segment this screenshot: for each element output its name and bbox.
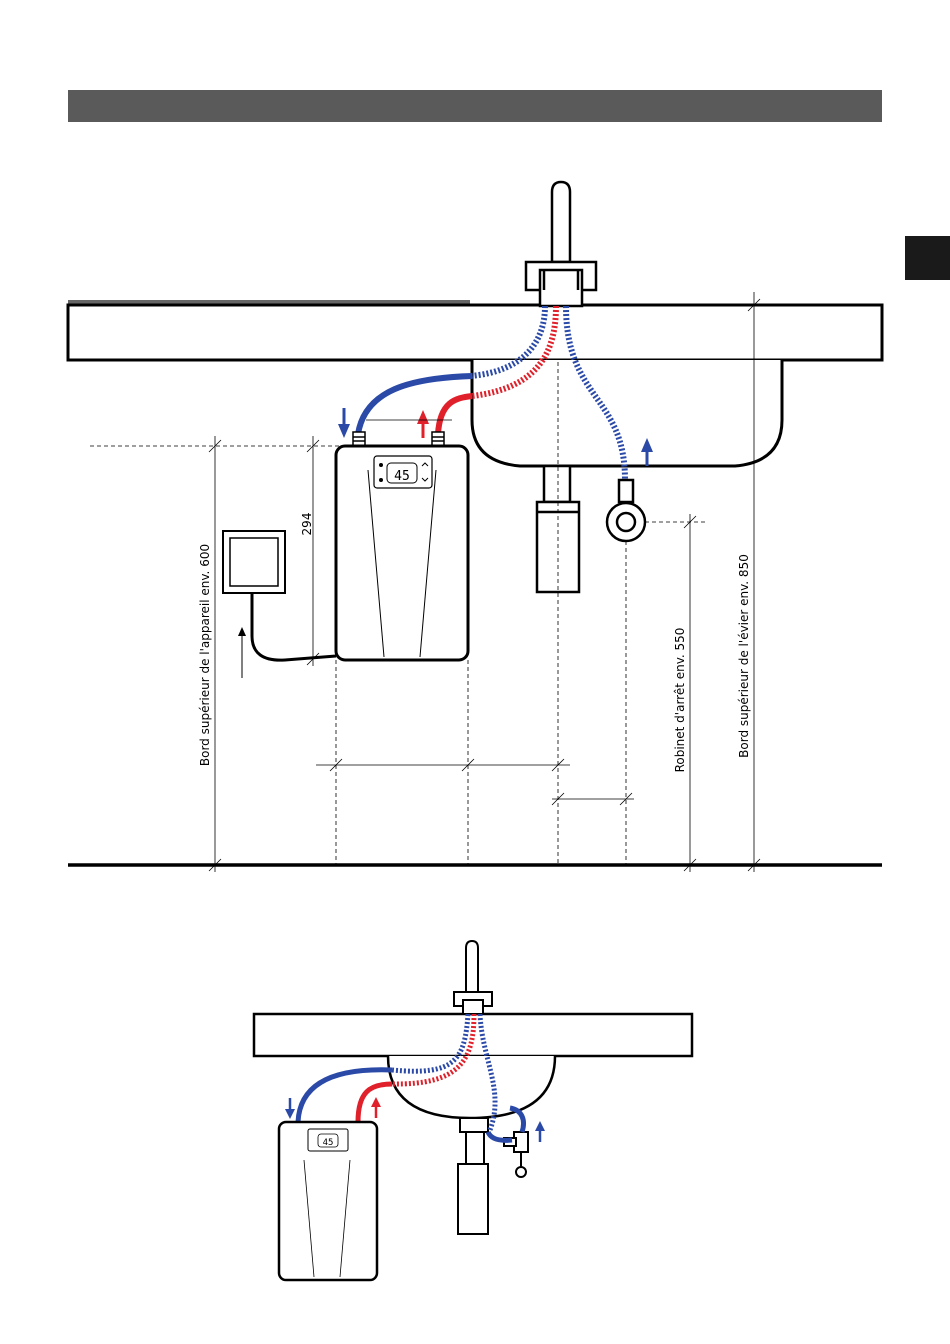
small-cold-arrow: [285, 1098, 295, 1119]
small-faucet: [454, 941, 492, 1014]
sink-top-label: Bord supérieur de l'évier env. 850: [737, 554, 751, 758]
display-temperature: 45: [394, 469, 410, 484]
small-diagram: 45: [254, 941, 692, 1280]
stop-valve-label: Robinet d'arrêt env. 550: [673, 628, 687, 773]
cold-hose-solid: [358, 376, 472, 434]
device-top-label: Bord supérieur de l'appareil env. 600: [198, 544, 212, 766]
main-diagram: 45: [68, 182, 882, 872]
countertop: [68, 305, 882, 360]
stop-valve: [607, 480, 645, 541]
hot-hose-solid: [438, 396, 472, 434]
sink-basin: [472, 360, 782, 466]
power-cable: [252, 593, 336, 660]
small-sink-basin: [388, 1056, 555, 1118]
device-connectors: [353, 432, 444, 446]
cold-in-arrow: [338, 408, 350, 438]
small-hot-arrow: [371, 1097, 381, 1118]
small-cold-hose: [298, 1070, 392, 1122]
cable-arrow: [238, 627, 246, 678]
small-display-temperature: 45: [323, 1138, 334, 1148]
small-water-heater: 45: [279, 1122, 377, 1280]
small-drain: [458, 1118, 488, 1234]
faucet: [526, 182, 596, 306]
hot-out-arrow: [417, 410, 429, 438]
electrical-box: [223, 531, 285, 593]
water-heater: 45: [336, 446, 468, 660]
small-valve-hose: [488, 1132, 512, 1140]
small-supply-arrow: [535, 1121, 545, 1142]
dimension-294-label: 294: [300, 513, 314, 536]
countertop-shadow: [68, 300, 470, 304]
